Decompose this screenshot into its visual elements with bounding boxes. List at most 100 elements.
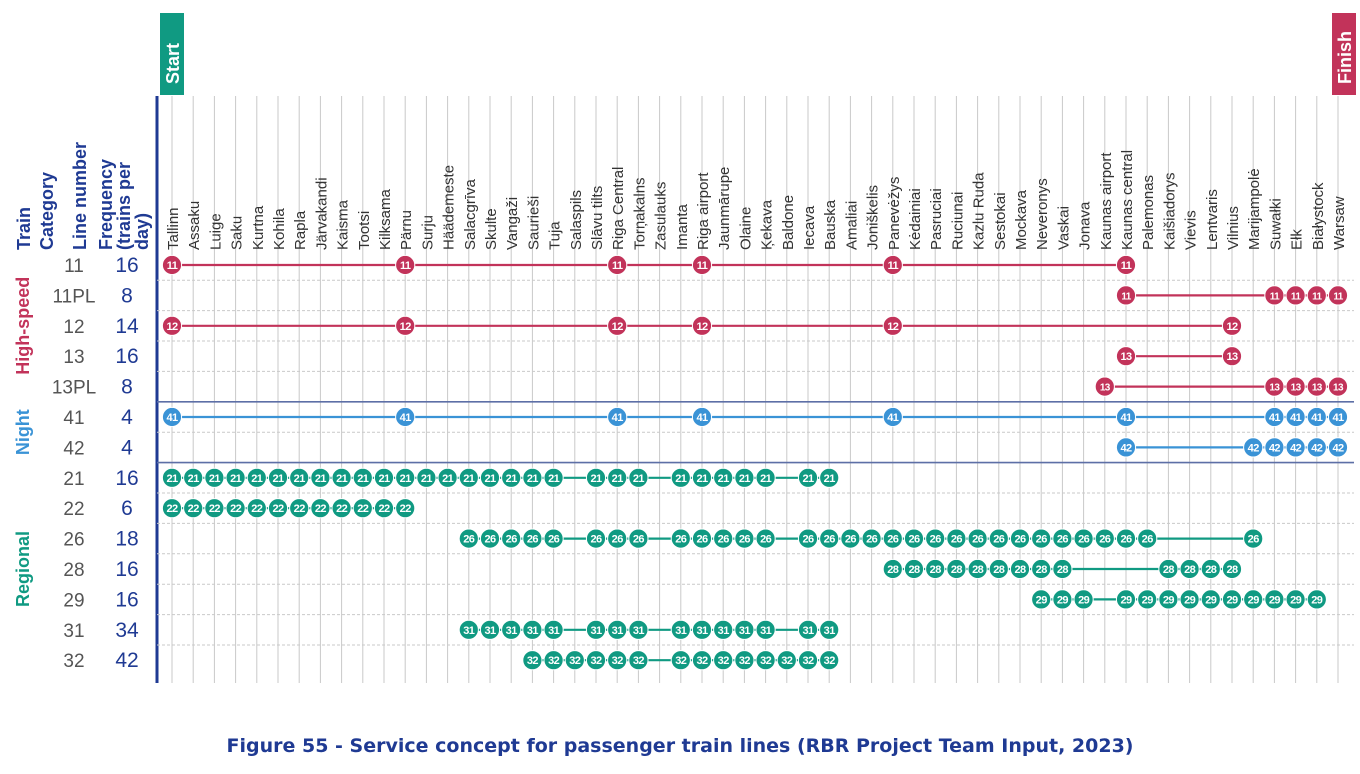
stop-marker: 26 <box>1243 528 1264 549</box>
stop-circle <box>1327 406 1349 428</box>
train-header: Train <box>14 207 34 250</box>
stop-marker: 21 <box>522 467 543 488</box>
stop-marker: 29 <box>1158 589 1179 610</box>
stop-circle <box>670 619 691 640</box>
stop-circle <box>331 498 352 519</box>
stop-label: 26 <box>951 534 963 546</box>
stop-circle <box>395 467 416 488</box>
stop-marker: 42 <box>1115 437 1137 458</box>
stop-marker: 31 <box>797 619 819 640</box>
stop-label: 21 <box>209 473 221 485</box>
stop-marker: 22 <box>310 498 331 519</box>
stop-label: 12 <box>166 321 178 333</box>
stop-marker: 21 <box>607 467 628 488</box>
stop-marker: 12 <box>691 315 713 336</box>
stop-label: 21 <box>166 473 178 485</box>
stop-circle <box>1115 346 1137 367</box>
stop-circle <box>310 467 331 488</box>
stop-label: 22 <box>188 503 200 515</box>
stop-marker: 32 <box>776 650 797 671</box>
stop-marker: 11 <box>161 254 183 276</box>
stop-circle <box>1264 437 1285 458</box>
stop-marker: 21 <box>183 467 204 488</box>
frequency-header: day) <box>132 213 152 250</box>
stop-label: 13 <box>1333 383 1344 394</box>
stop-circle <box>1285 376 1306 397</box>
figure-caption: Figure 55 - Service concept for passenge… <box>226 735 1134 757</box>
stop-marker: 11 <box>395 254 416 276</box>
stop-marker: 26 <box>882 528 903 549</box>
stop-marker: 41 <box>691 406 713 428</box>
station-label: Kilksama <box>377 188 394 250</box>
stop-marker: 28 <box>1031 558 1052 580</box>
stop-marker: 29 <box>1137 589 1158 610</box>
stop-label: 22 <box>294 503 306 515</box>
station-label: Kaunas central <box>1119 150 1136 250</box>
stop-circle <box>691 315 713 336</box>
stop-marker: 26 <box>1094 528 1115 549</box>
stop-label: 32 <box>633 655 645 667</box>
stop-marker: 31 <box>607 619 628 640</box>
stop-circle <box>1094 528 1115 549</box>
stop-label: 31 <box>590 625 602 637</box>
frequency-header: Frequency <box>96 159 116 250</box>
stop-marker: 21 <box>246 467 267 488</box>
stop-label: 28 <box>1205 564 1217 576</box>
stop-circle <box>670 650 691 671</box>
station-label: Suwałki <box>1267 198 1284 250</box>
frequency-header: (trains per <box>114 162 134 250</box>
stop-circle <box>925 558 946 580</box>
stop-marker: 22 <box>246 498 267 519</box>
stop-circle <box>458 467 479 488</box>
stop-label: 26 <box>633 534 645 546</box>
stop-marker: 26 <box>861 528 882 549</box>
stop-label: 11 <box>697 260 708 272</box>
stop-marker: 22 <box>373 498 395 519</box>
stop-marker: 29 <box>1179 589 1200 610</box>
stop-label: 21 <box>506 473 518 485</box>
stop-label: 21 <box>760 473 772 485</box>
stop-marker: 21 <box>267 467 289 488</box>
stop-marker: 13 <box>1264 376 1285 397</box>
stop-marker: 28 <box>1221 558 1243 580</box>
stop-marker: 26 <box>925 528 946 549</box>
stop-circle <box>183 467 204 488</box>
stop-circle <box>373 498 395 519</box>
stop-label: 13 <box>1312 383 1323 394</box>
stop-label: 31 <box>612 625 624 637</box>
stop-label: 11 <box>1121 291 1131 302</box>
station-label: Iecava <box>801 205 818 250</box>
finish-badge: Finish <box>1335 31 1355 84</box>
stop-label: 31 <box>675 625 687 637</box>
stop-circle <box>1031 589 1052 610</box>
stop-circle <box>246 498 267 519</box>
stop-circle <box>225 467 246 488</box>
stop-circle <box>755 619 776 640</box>
stop-circle <box>734 467 755 488</box>
stop-marker: 21 <box>395 467 416 488</box>
stop-marker: 21 <box>289 467 310 488</box>
stop-marker: 32 <box>755 650 776 671</box>
stop-marker: 13 <box>1306 376 1327 397</box>
station-label: Tuja <box>547 221 564 250</box>
stop-circle <box>1200 558 1221 580</box>
stop-circle <box>607 528 628 549</box>
stop-circle <box>607 619 628 640</box>
stop-label: 11 <box>1270 291 1280 302</box>
stop-circle <box>819 467 840 488</box>
stop-marker: 31 <box>755 619 776 640</box>
stop-marker: 26 <box>1073 528 1094 549</box>
stop-marker: 26 <box>1137 528 1158 549</box>
stop-marker: 26 <box>903 528 925 549</box>
stop-label: 41 <box>400 412 412 424</box>
stop-circle <box>1158 589 1179 610</box>
stop-circle <box>1052 589 1073 610</box>
station-label: Kurtna <box>250 205 267 250</box>
stop-marker: 28 <box>925 558 946 580</box>
stop-label: 21 <box>463 473 475 485</box>
stop-circle <box>395 315 416 336</box>
